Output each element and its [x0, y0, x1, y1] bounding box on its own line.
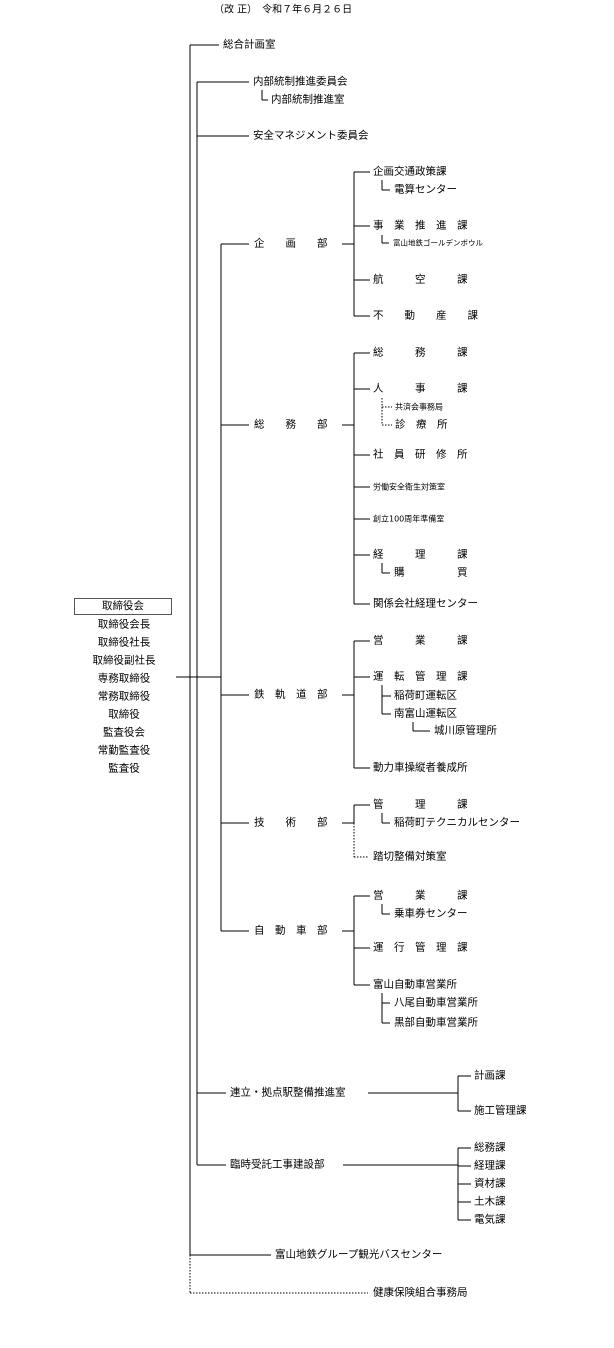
board-member-fulltime-auditor: 常勤監査役 — [97, 744, 151, 757]
dept-kikaku: 企 画 部 — [254, 237, 328, 250]
section-jigyo-suishin: 事 業 推 進 課 — [373, 219, 468, 232]
dept-gijutsu: 技 術 部 — [254, 816, 328, 829]
section-koku: 航 空 課 — [373, 273, 468, 286]
section-unko-kanri: 運 行 管 理 課 — [373, 941, 468, 954]
board-member-auditor: 監査役 — [108, 762, 140, 775]
dept-tetsudo: 鉄 軌 道 部 — [254, 688, 328, 701]
section-unten-kanri: 運 転 管 理 課 — [373, 670, 468, 683]
section-doryoku: 動力車操縦者養成所 — [373, 761, 468, 774]
board-of-directors-box: 取締役会 — [74, 598, 172, 615]
section-somuka: 総 務 課 — [373, 346, 468, 359]
section-kobai: 購 買 — [394, 566, 468, 579]
board-member-chairman: 取締役会長 — [97, 618, 151, 631]
section-kankei-keiri: 関係会社経理センター — [373, 597, 478, 610]
section-inari-untenku: 稲荷町運転区 — [394, 689, 457, 702]
section-keiri: 経 理 課 — [373, 548, 468, 561]
board-member-president: 取締役社長 — [97, 636, 151, 649]
dept-somu: 総 務 部 — [254, 418, 328, 431]
section-rinji-keiri: 経理課 — [474, 1159, 506, 1172]
section-toyama-eigyosho: 富山自動車営業所 — [373, 978, 457, 991]
section-tetsudo-eigyo: 営 業 課 — [373, 634, 468, 647]
board-member-audit-board: 監査役会 — [103, 726, 145, 739]
dept-jidosha: 自 動 車 部 — [254, 924, 328, 937]
board-member-director: 取締役 — [108, 708, 140, 721]
section-rodo-anzen: 労働安全衛生対策室 — [373, 482, 445, 492]
section-jokawara: 城川原管理所 — [434, 724, 497, 737]
dept-renritsu: 連立・拠点駅整備推進室 — [230, 1086, 346, 1099]
section-rinji-somu: 総務課 — [474, 1141, 506, 1154]
section-yao-eigyosho: 八尾自動車営業所 — [394, 996, 478, 1009]
section-fudosan: 不 動 産 課 — [373, 309, 478, 322]
unit-sogo-keikaku: 総合計画室 — [223, 38, 276, 51]
unit-bus-center: 富山地鉄グループ観光バスセンター — [275, 1248, 443, 1261]
board-member-managing: 常務取締役 — [97, 690, 151, 703]
section-renritsu-keikaku: 計画課 — [474, 1069, 506, 1082]
section-fumikiri: 踏切整備対策室 — [373, 850, 447, 863]
section-kurobe-eigyosho: 黒部自動車営業所 — [394, 1016, 478, 1029]
unit-naibu-shitsu: 内部統制推進室 — [271, 93, 345, 106]
section-kikaku-kotsu: 企画交通政策課 — [373, 165, 447, 178]
section-renritsu-seko: 施工管理課 — [474, 1104, 527, 1117]
section-golden-bowl: 富山地鉄ゴールデンボウル — [393, 238, 483, 248]
section-minami-untenku: 南富山運転区 — [394, 707, 457, 720]
revision-date: （改 正） 令和７年６月２６日 — [214, 4, 353, 16]
section-soritsu: 創立100周年準備室 — [373, 514, 445, 524]
section-jinji: 人 事 課 — [373, 382, 468, 395]
section-kenshu: 社 員 研 修 所 — [373, 448, 468, 461]
section-jokensho: 乗車券センター — [394, 907, 468, 920]
dept-rinji: 臨時受託工事建設部 — [230, 1158, 325, 1171]
section-rinji-shizai: 資材課 — [474, 1177, 506, 1190]
section-jidosha-eigyo: 営 業 課 — [373, 889, 468, 902]
section-technical-center: 稲荷町テクニカルセンター — [394, 816, 520, 829]
section-kyosai: 共済会事務局 — [395, 402, 443, 412]
section-densan-center: 電算センター — [394, 183, 457, 196]
unit-kenpo-jimukyoku: 健康保険組合事務局 — [373, 1286, 468, 1299]
section-rinji-doboku: 土木課 — [474, 1195, 506, 1208]
unit-naibu-iinkai: 内部統制推進委員会 — [253, 75, 348, 88]
section-rinji-denki: 電気課 — [474, 1213, 506, 1226]
board-member-senior-managing: 専務取締役 — [97, 672, 151, 685]
unit-anzen-iinkai: 安全マネジメント委員会 — [253, 129, 369, 142]
section-shinryo: 診 療 所 — [395, 418, 448, 431]
board-member-vice-president: 取締役副社長 — [92, 654, 156, 667]
section-gijutsu-kanri: 管 理 課 — [373, 798, 468, 811]
